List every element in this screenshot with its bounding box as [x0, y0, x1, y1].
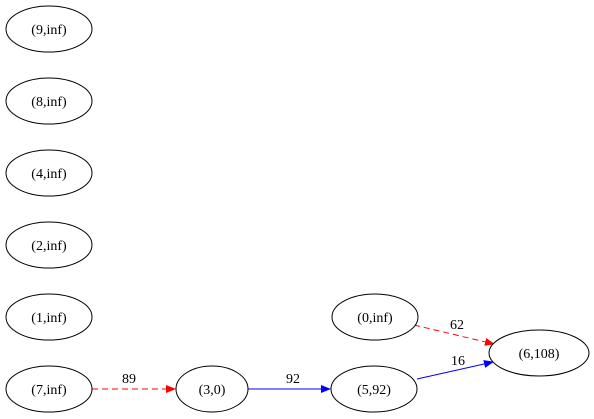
- node-2-label: (2,inf): [31, 239, 67, 254]
- node-9-label: (9,inf): [31, 23, 67, 38]
- node-8-label: (8,inf): [31, 95, 67, 110]
- node-7: (7,inf): [5, 365, 93, 413]
- node-8-shape: [5, 77, 93, 125]
- node-1-label: (1,inf): [31, 311, 67, 326]
- edge-3-5: 92: [248, 372, 331, 393]
- edge-0-6-line: [413, 324, 495, 346]
- node-8: (8,inf): [5, 77, 93, 125]
- node-5-label: (5,92): [357, 383, 391, 398]
- node-6-shape: [488, 329, 590, 377]
- edge-0-6-label: 62: [450, 318, 464, 333]
- node-3-shape: [175, 365, 249, 413]
- node-0: (0,inf): [331, 293, 419, 341]
- edge-5-6-label: 16: [451, 354, 465, 369]
- edge-7-3-label: 89: [122, 372, 136, 387]
- node-6: (6,108): [488, 329, 590, 377]
- edges-layer: 89 92 16 62: [92, 318, 495, 393]
- node-4: (4,inf): [5, 149, 93, 197]
- node-0-shape: [331, 293, 419, 341]
- node-3-label: (3,0): [199, 383, 226, 398]
- node-9: (9,inf): [5, 5, 93, 53]
- node-2-shape: [5, 221, 93, 269]
- edge-7-3: 89: [92, 372, 176, 393]
- edge-5-6: 16: [416, 354, 494, 380]
- nodes-layer: (9,inf) (8,inf) (4,inf) (2,inf) (1,inf) …: [5, 5, 590, 413]
- node-2: (2,inf): [5, 221, 93, 269]
- node-1: (1,inf): [5, 293, 93, 341]
- node-6-label: (6,108): [519, 347, 560, 362]
- node-7-shape: [5, 365, 93, 413]
- node-0-label: (0,inf): [357, 311, 393, 326]
- node-1-shape: [5, 293, 93, 341]
- node-4-shape: [5, 149, 93, 197]
- node-4-label: (4,inf): [31, 167, 67, 182]
- node-5: (5,92): [330, 365, 418, 413]
- node-9-shape: [5, 5, 93, 53]
- node-3: (3,0): [175, 365, 249, 413]
- edge-5-6-line: [416, 360, 494, 380]
- node-5-shape: [330, 365, 418, 413]
- node-7-label: (7,inf): [31, 383, 67, 398]
- edge-3-5-label: 92: [286, 372, 300, 387]
- edge-0-6: 62: [413, 318, 495, 346]
